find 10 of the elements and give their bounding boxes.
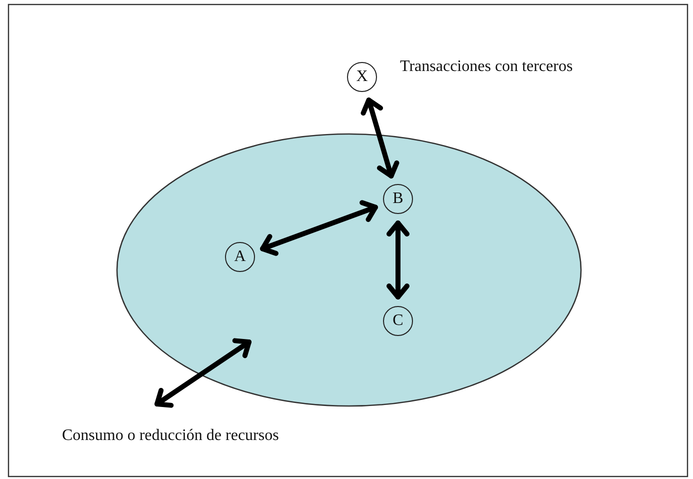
double-arrow xyxy=(154,338,252,408)
node-circle: C xyxy=(383,306,413,336)
node-circle: X xyxy=(347,62,377,92)
double-arrow xyxy=(360,98,400,178)
edge-label: Consumo o reducción de recursos xyxy=(62,427,279,445)
node-circle: B xyxy=(383,184,413,214)
node-circle: A xyxy=(225,242,255,272)
double-arrow xyxy=(260,200,378,256)
double-arrow xyxy=(386,220,410,300)
node-caption: Transacciones con terceros xyxy=(400,58,573,76)
